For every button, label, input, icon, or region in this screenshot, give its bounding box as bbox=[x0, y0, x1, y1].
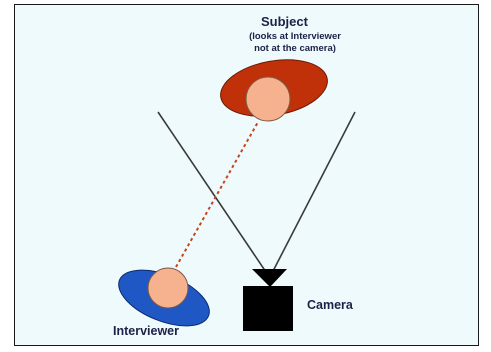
subject-label: Subject bbox=[261, 14, 308, 29]
interviewer-label: Interviewer bbox=[113, 324, 180, 338]
camera-label: Camera bbox=[307, 298, 353, 312]
camera-view-line-left bbox=[157, 111, 269, 276]
subject-head bbox=[245, 76, 291, 122]
diagram-panel: Subject (looks at Interviewer not at the… bbox=[14, 4, 479, 346]
camera-view-line-right bbox=[270, 111, 356, 276]
camera-body bbox=[243, 286, 293, 331]
camera-figure bbox=[243, 269, 293, 331]
sightline-dotted bbox=[175, 121, 259, 268]
interviewer-figure bbox=[118, 267, 210, 327]
camera-lens bbox=[252, 269, 287, 287]
subject-note-line-1: (looks at Interviewer bbox=[249, 31, 341, 42]
diagram-canvas bbox=[118, 59, 356, 331]
interviewer-head bbox=[147, 267, 189, 309]
subject-figure bbox=[220, 59, 328, 122]
subject-note-line-2: not at the camera) bbox=[254, 43, 336, 54]
